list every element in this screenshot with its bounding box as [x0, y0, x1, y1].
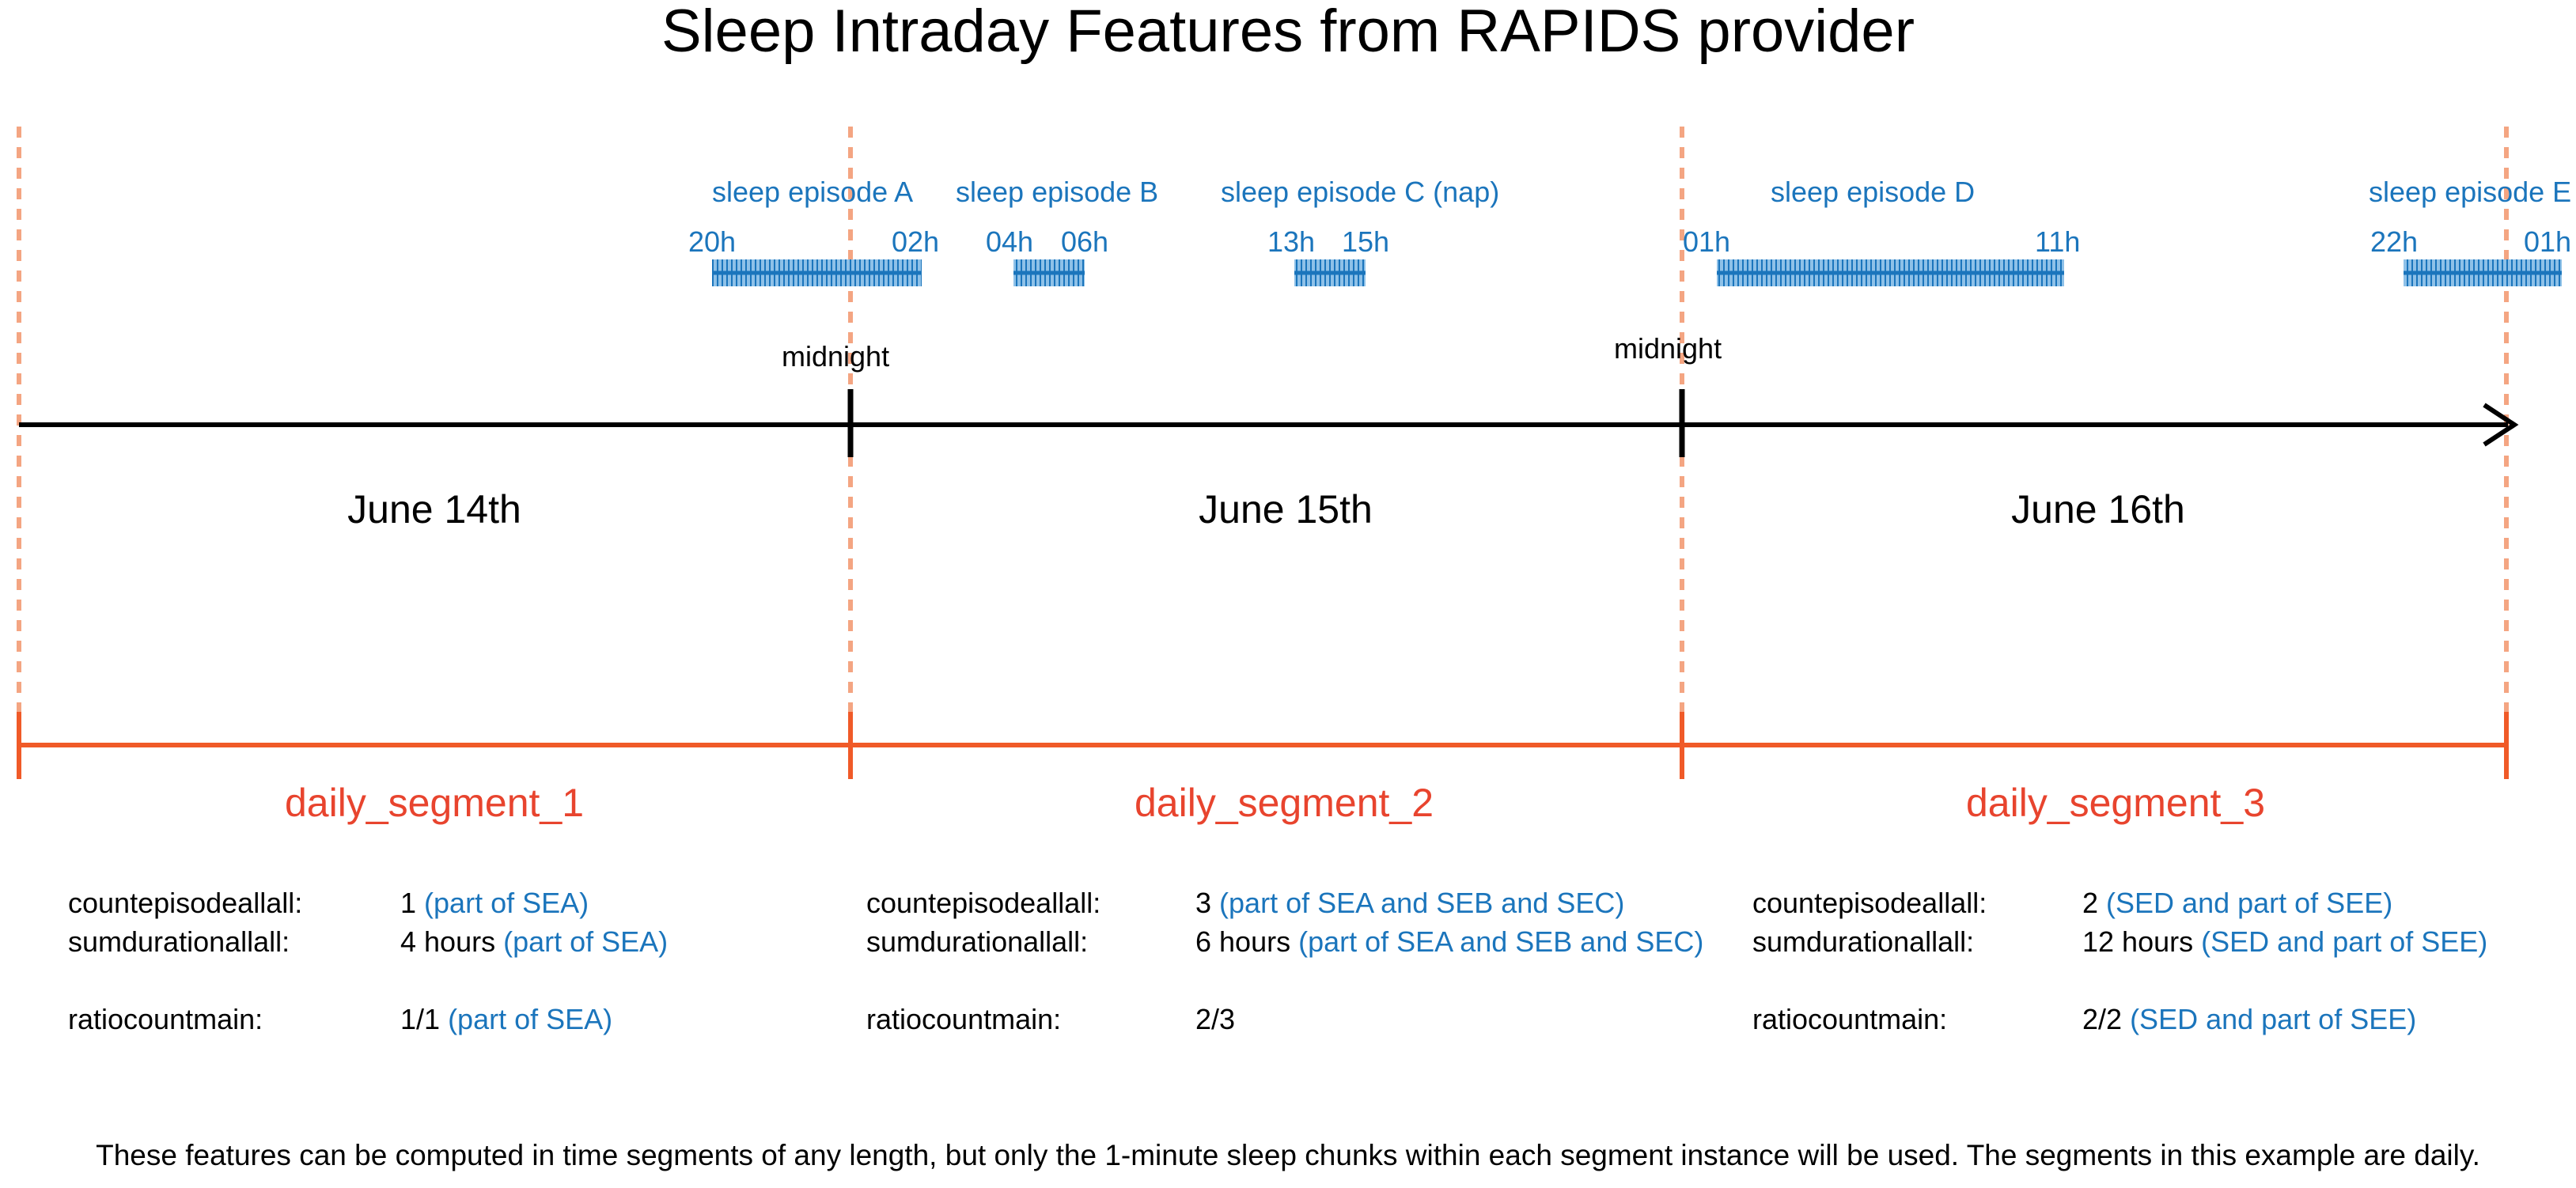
episode-a-label: sleep episode A: [712, 176, 914, 208]
feature-value: 6 hours (part of SEA and SEB and SEC): [1195, 925, 1704, 958]
feature-value: 4 hours (part of SEA): [400, 925, 669, 958]
feature-label: sumdurationallall:: [866, 925, 1089, 958]
footer-note: These features can be computed in time s…: [96, 1139, 2480, 1171]
feature-label: countepisodeallall:: [68, 887, 303, 919]
feature-value: 1 (part of SEA): [400, 887, 589, 919]
episode-b-label: sleep episode B: [956, 176, 1159, 208]
midnight-label: midnight: [782, 340, 890, 373]
episode-d-end-label: 11h: [2035, 225, 2081, 258]
episode-d-start-label: 01h: [1683, 225, 1731, 258]
feature-label: sumdurationallall:: [1752, 925, 1975, 958]
segment-label-3: daily_segment_3: [1965, 781, 2266, 825]
episode-e-end-label: 01h: [2524, 225, 2572, 258]
diagram-title: Sleep Intraday Features from RAPIDS prov…: [661, 0, 1915, 65]
feature-label: sumdurationallall:: [68, 925, 290, 958]
episode-d-label: sleep episode D: [1771, 176, 1976, 208]
episode-a-start-label: 20h: [688, 225, 737, 258]
day-label-june-16: June 16th: [2011, 487, 2185, 532]
feature-label: ratiocountmain:: [866, 1003, 1062, 1035]
episode-a-end-label: 02h: [892, 225, 940, 258]
feature-note: (part of SEA): [448, 1003, 613, 1035]
episode-b-end-label: 06h: [1061, 225, 1109, 258]
day-label-june-14: June 14th: [347, 487, 521, 532]
feature-label: countepisodeallall:: [1752, 887, 1987, 919]
feature-value: 12 hours (SED and part of SEE): [2082, 925, 2488, 958]
segment-label-1: daily_segment_1: [284, 781, 585, 825]
feature-note: (part of SEA): [503, 925, 669, 958]
midnight-label: midnight: [1614, 332, 1722, 365]
feature-note: (part of SEA): [424, 887, 589, 919]
feature-label: countepisodeallall:: [866, 887, 1101, 919]
sleep-episode-d-bar: [1717, 259, 2064, 286]
episode-c-label: sleep episode C (nap): [1221, 176, 1500, 208]
feature-note: (part of SEA and SEB and SEC): [1298, 925, 1704, 958]
day-label-june-15: June 15th: [1199, 487, 1373, 532]
episode-c-end-label: 15h: [1342, 225, 1390, 258]
sleep-episode-c-bar: [1294, 259, 1366, 286]
sleep-episode-e-bar: [2404, 259, 2562, 286]
segment-label-2: daily_segment_2: [1134, 781, 1434, 825]
feature-value: 2/2 (SED and part of SEE): [2082, 1003, 2417, 1035]
time-axis-arrowhead: [2483, 403, 2519, 447]
episode-e-label: sleep episode E: [2369, 176, 2572, 208]
feature-label: ratiocountmain:: [68, 1003, 263, 1035]
episode-e-start-label: 22h: [2370, 225, 2419, 258]
sleep-episode-a-bar: [712, 259, 922, 286]
episode-b-start-label: 04h: [986, 225, 1034, 258]
feature-value: 2/3: [1195, 1003, 1236, 1035]
feature-note: (SED and part of SEE): [2106, 887, 2393, 919]
feature-note: (SED and part of SEE): [2130, 1003, 2417, 1035]
feature-value: 2 (SED and part of SEE): [2082, 887, 2393, 919]
feature-note: (part of SEA and SEB and SEC): [1219, 887, 1625, 919]
feature-label: ratiocountmain:: [1752, 1003, 1948, 1035]
feature-note: (SED and part of SEE): [2201, 925, 2488, 958]
episode-c-start-label: 13h: [1267, 225, 1316, 258]
sleep-episode-b-bar: [1013, 259, 1085, 286]
feature-value: 3 (part of SEA and SEB and SEC): [1195, 887, 1625, 919]
feature-value: 1/1 (part of SEA): [400, 1003, 613, 1035]
